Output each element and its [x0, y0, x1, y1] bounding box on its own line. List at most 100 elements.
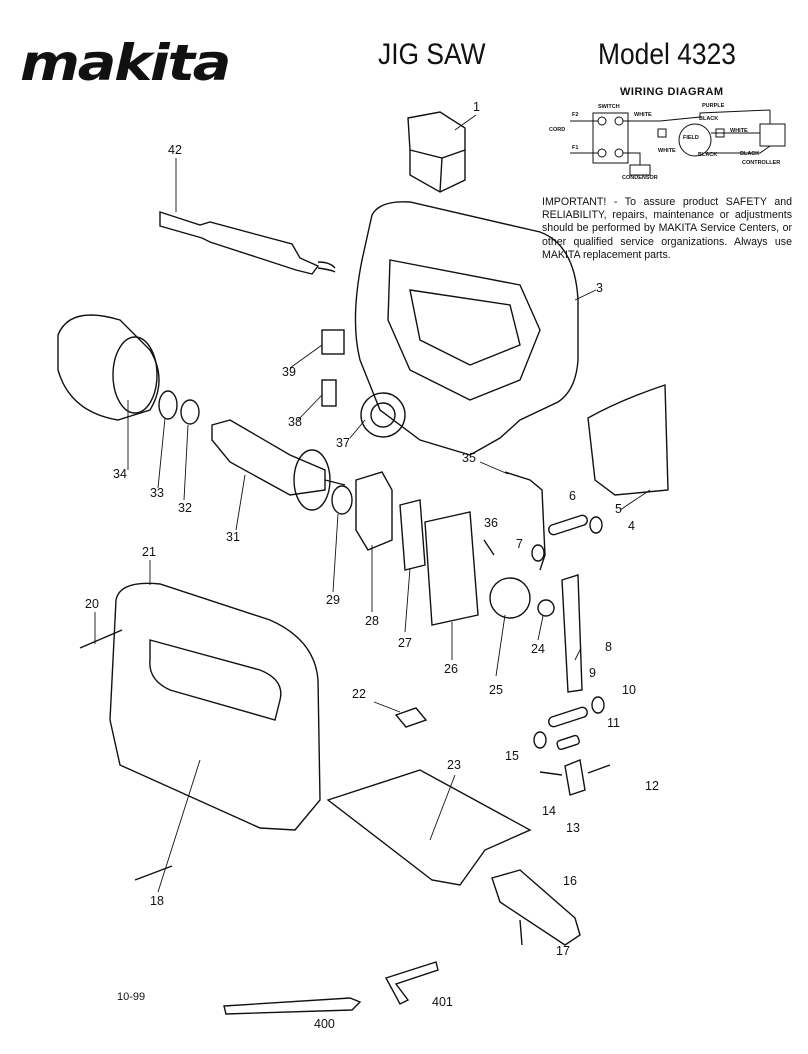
part-label: 5	[615, 502, 622, 516]
base-part	[326, 769, 532, 886]
part-label: 401	[432, 995, 453, 1009]
part-label: 9	[589, 666, 596, 680]
brush-holder-part	[321, 329, 345, 355]
part-label: 12	[645, 779, 659, 793]
pin-part	[483, 539, 495, 556]
screw-14-part	[539, 771, 563, 776]
part-label: 18	[150, 894, 164, 908]
lever-wire-part	[504, 471, 546, 571]
part-label: 32	[178, 501, 192, 515]
ring-5-part	[589, 516, 603, 534]
slider-9-part	[548, 706, 588, 728]
part-label: 42	[168, 143, 182, 157]
part-label: 3	[596, 281, 603, 295]
plunger-part	[561, 574, 583, 693]
part-label: 16	[563, 874, 577, 888]
screw-17-part	[519, 919, 523, 946]
holder-11-part	[556, 734, 580, 751]
screw-20-part	[79, 629, 123, 649]
part-label: 34	[113, 467, 127, 481]
part-label: 26	[444, 662, 458, 676]
wiring-diagram-title: WIRING DIAGRAM	[620, 86, 724, 98]
wiring-label-controller: CONTROLLER	[742, 160, 781, 166]
part-label: 25	[489, 683, 503, 697]
wiring-label-white-1: WHITE	[634, 112, 652, 118]
part-label: 23	[447, 758, 461, 772]
part-label: 6	[569, 489, 576, 503]
part-label: 29	[326, 593, 340, 607]
screw-18-part	[134, 865, 173, 881]
part-label: 1	[473, 100, 480, 114]
part-label: 17	[556, 944, 570, 958]
part-label: 33	[150, 486, 164, 500]
part-label: 27	[398, 636, 412, 650]
part-label: 8	[605, 640, 612, 654]
bearing-box-part	[355, 471, 393, 551]
screw-12-part	[587, 764, 611, 774]
hex-wrench-part	[384, 961, 439, 1005]
slider-6-part	[548, 514, 588, 536]
wiring-label-black-1: BLACK	[699, 116, 719, 122]
bearing-29-part	[331, 485, 353, 515]
plate-26-part	[424, 511, 479, 626]
leader-lines	[94, 114, 651, 893]
part-label: 4	[628, 519, 635, 533]
part-label: 14	[542, 804, 556, 818]
wiring-label-purple: PURPLE	[702, 103, 725, 109]
part-label: 13	[566, 821, 580, 835]
date-code: 10-99	[117, 991, 146, 1003]
wiring-label-white-3: WHITE	[658, 148, 676, 154]
cover-part	[587, 384, 669, 496]
model-number: Model 4323	[598, 38, 736, 71]
wiring-label-condensor: CONDENSOR	[622, 175, 658, 181]
part-label: 24	[531, 642, 545, 656]
wiring-label-black-3: BLACK	[740, 151, 760, 157]
wiring-label-cord: CORD	[549, 127, 566, 133]
safety-notice: IMPORTANT! - To assure product SAFETY an…	[542, 196, 792, 261]
part-label: 7	[516, 537, 523, 551]
part-label: 35	[462, 451, 476, 465]
bearing-24-part	[537, 599, 555, 617]
ring-7-part	[531, 544, 545, 562]
controller-part	[360, 392, 406, 438]
blade-holder-13-part	[564, 759, 586, 796]
cord-part	[159, 211, 336, 275]
part-label: 20	[85, 597, 99, 611]
part-label: 22	[352, 687, 366, 701]
baffle-part	[158, 390, 178, 420]
wiring-label-field: FIELD	[683, 135, 699, 141]
part-label: 28	[365, 614, 379, 628]
wiring-label-f1: F1	[572, 145, 579, 151]
handle-housing-part	[109, 582, 321, 831]
part-label: 38	[288, 415, 302, 429]
part-label: 39	[282, 365, 296, 379]
wiring-label-switch: SWITCH	[598, 104, 620, 110]
part-label: 31	[226, 530, 240, 544]
wiring-schematic	[570, 109, 786, 176]
part-label: 11	[607, 716, 620, 730]
part-label: 36	[484, 516, 498, 530]
brand-logo: makita	[20, 34, 231, 92]
blade-clamp-part	[491, 869, 581, 946]
blade-part	[223, 997, 362, 1015]
ring-15-part	[533, 731, 547, 749]
bearing-part	[180, 399, 200, 425]
plate-27-part	[399, 499, 426, 571]
wiring-label-black-2: BLACK	[698, 152, 718, 158]
gear-part	[489, 577, 531, 619]
plate-22-part	[394, 707, 428, 728]
part-label: 15	[505, 749, 519, 763]
wiring-label-white-2: WHITE	[730, 128, 748, 134]
part-label: 37	[336, 436, 350, 450]
ring-10-part	[591, 696, 605, 714]
page-title: JIG SAW	[378, 38, 486, 71]
motor-housing-part	[354, 201, 579, 456]
carbon-brush-part	[321, 379, 337, 407]
switch-part	[407, 111, 466, 193]
wiring-label-f2: F2	[572, 112, 579, 118]
armature-part	[211, 419, 346, 511]
field-part	[57, 314, 160, 421]
part-label: 10	[622, 683, 636, 697]
part-label: 21	[142, 545, 156, 559]
